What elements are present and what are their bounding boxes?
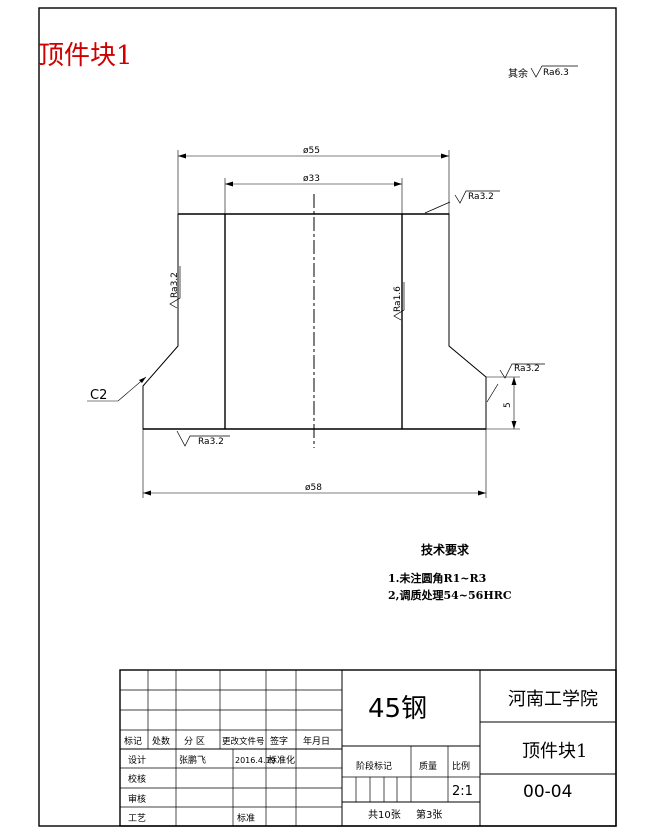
bore-diameter-label: ø33 [303, 174, 320, 184]
bore-roughness: Ra1.6 [393, 282, 405, 321]
bottom-roughness: Ra3.2 [176, 430, 230, 447]
scale-value: 2:1 [452, 784, 473, 799]
top-ra-label: Ra3.2 [468, 192, 494, 202]
right-step-roughness: Ra3.2 [486, 363, 545, 403]
header-zone: 分 区 [184, 736, 205, 747]
part-title: 顶件块1 [38, 41, 133, 71]
roughness-symbol [530, 65, 578, 78]
standard-label: 标准 [237, 812, 255, 824]
header-signature: 签字 [270, 735, 288, 747]
mass-label: 质量 [419, 760, 437, 772]
flange-height-label: 5 [503, 402, 513, 408]
header-count: 处数 [152, 735, 170, 747]
general-roughness-note: 其余 Ra6.3 [508, 65, 578, 80]
header-change-doc: 更改文件号 [222, 736, 265, 747]
sheet-count: 共10张 [368, 809, 401, 821]
left-wall-ra-label: Ra3.2 [170, 272, 180, 298]
process-label: 工艺 [128, 813, 146, 824]
outer-diameter-label: ø55 [303, 146, 320, 156]
left-wall-section [142, 213, 226, 430]
review-label: 审核 [128, 793, 146, 805]
header-mark: 标记 [124, 735, 142, 747]
other-surfaces-label: 其余 [508, 67, 528, 80]
right-step-ra-label: Ra3.2 [514, 364, 540, 374]
bore-ra-label: Ra1.6 [393, 286, 403, 312]
drawing-number: 00-04 [523, 782, 572, 802]
dim-bore-diameter: ø33 [224, 174, 403, 214]
title-block [119, 669, 617, 827]
tech-req-title: 技术要求 [421, 542, 470, 557]
top-roughness: Ra3.2 [424, 190, 500, 214]
flange-diameter-label: ø58 [305, 483, 322, 493]
other-ra-label: Ra6.3 [543, 68, 569, 78]
dim-outer-diameter: ø55 [177, 146, 450, 214]
designer-name: 张鹏飞 [179, 754, 206, 766]
design-date: 2016.4.19 [235, 756, 276, 765]
scale-label: 比例 [452, 760, 470, 772]
header-date: 年月日 [303, 735, 330, 747]
sheet-number: 第3张 [416, 808, 442, 821]
bottom-ra-label: Ra3.2 [198, 437, 224, 447]
school-name: 河南工学院 [508, 689, 598, 710]
technical-requirements: 技术要求 1.未注圆角R1~R3 2,调质处理54~56HRC [388, 542, 512, 602]
chamfer-callout: C2 [87, 376, 147, 403]
design-label: 设计 [128, 754, 146, 766]
material-label: 45钢 [368, 694, 427, 724]
tech-req-item-2: 2,调质处理54~56HRC [388, 588, 512, 602]
check-label: 校核 [128, 773, 146, 785]
chamfer-label: C2 [90, 388, 107, 403]
left-wall-roughness: Ra3.2 [169, 266, 181, 309]
part-section-view [142, 194, 487, 448]
stage-label: 阶段标记 [356, 760, 392, 772]
standardize-label: 标准化 [268, 754, 295, 766]
right-wall-section [401, 213, 487, 430]
dim-flange-height: 5 [486, 376, 520, 430]
tech-req-item-1: 1.未注圆角R1~R3 [388, 571, 486, 585]
drawing-name: 顶件块1 [522, 741, 587, 762]
dim-flange-diameter: ø58 [142, 429, 487, 498]
